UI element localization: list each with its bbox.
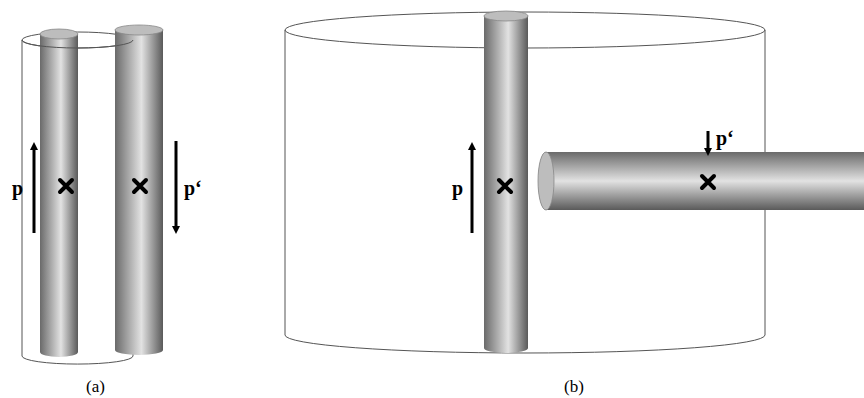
momentum-label: p‘	[184, 178, 202, 198]
panel-caption: (b)	[564, 378, 584, 395]
panel-b	[285, 11, 864, 353]
momentum-label: p	[452, 178, 463, 198]
panel-a	[22, 25, 176, 364]
momentum-label: p	[12, 178, 23, 198]
momentum-label: p‘	[716, 128, 734, 148]
panel-caption: (a)	[86, 378, 105, 395]
